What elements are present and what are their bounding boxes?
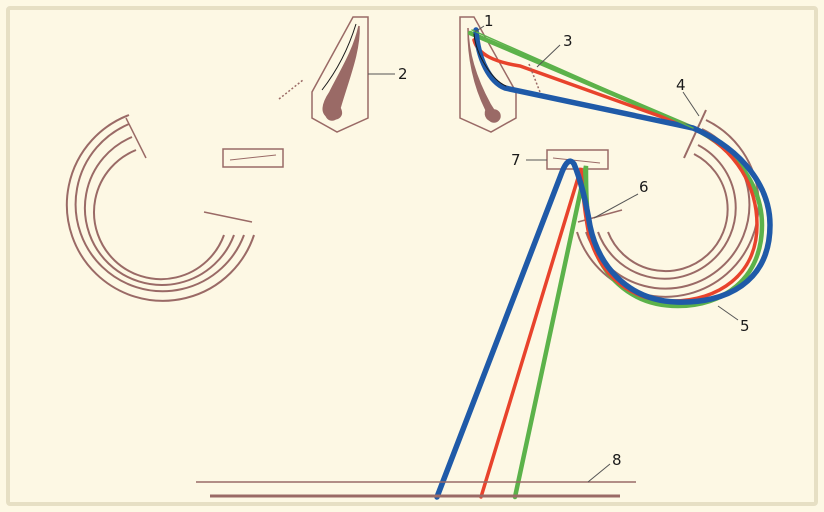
left-ring-outer [65, 114, 255, 302]
frame [6, 6, 818, 506]
housing-left-hub [325, 107, 339, 121]
analyzer-housing-left [311, 16, 369, 133]
leader-8 [587, 463, 611, 483]
analyzer-housing-right [459, 16, 517, 133]
left-ring-2 [74, 123, 245, 293]
leader-6 [593, 193, 639, 219]
label-1: 1 [484, 12, 494, 30]
detector-box-element [552, 157, 601, 164]
left-slit-top [125, 117, 147, 159]
beams [434, 27, 773, 500]
label-7: 7 [511, 151, 521, 169]
housing-right-hub [487, 109, 501, 123]
housing-left-outline [311, 16, 369, 133]
housing-right-outline [459, 16, 517, 133]
left-slit-bottom [203, 211, 253, 223]
housing-left-edge [321, 23, 357, 91]
leaders [368, 25, 739, 483]
label-5: 5 [740, 317, 750, 335]
left-ring-3 [83, 136, 235, 286]
left-ring-inner [93, 149, 225, 281]
beam-trace-black [473, 33, 507, 87]
left-trace [278, 79, 304, 100]
leader-4 [682, 91, 700, 117]
beam-red [472, 38, 759, 499]
label-2: 2 [398, 65, 408, 83]
slit-4 [683, 109, 707, 159]
beam-ray-upper [471, 29, 694, 129]
leader-3 [536, 44, 561, 68]
left-assembly [65, 79, 304, 302]
label-3: 3 [563, 32, 573, 50]
callout-labels: 1 2 3 4 5 6 7 8 [398, 12, 750, 469]
right-ring-3 [597, 144, 737, 280]
label-6: 6 [639, 178, 649, 196]
trace-3 [528, 63, 541, 93]
label-4: 4 [676, 76, 686, 94]
left-mirror-element [229, 154, 277, 161]
leader-1 [474, 25, 485, 33]
leader-5 [717, 305, 739, 321]
detector-plane [196, 481, 636, 498]
right-ring-outer [576, 119, 760, 298]
right-ring-inner [607, 153, 729, 273]
left-mirror-box [222, 148, 284, 168]
label-8: 8 [612, 451, 622, 469]
